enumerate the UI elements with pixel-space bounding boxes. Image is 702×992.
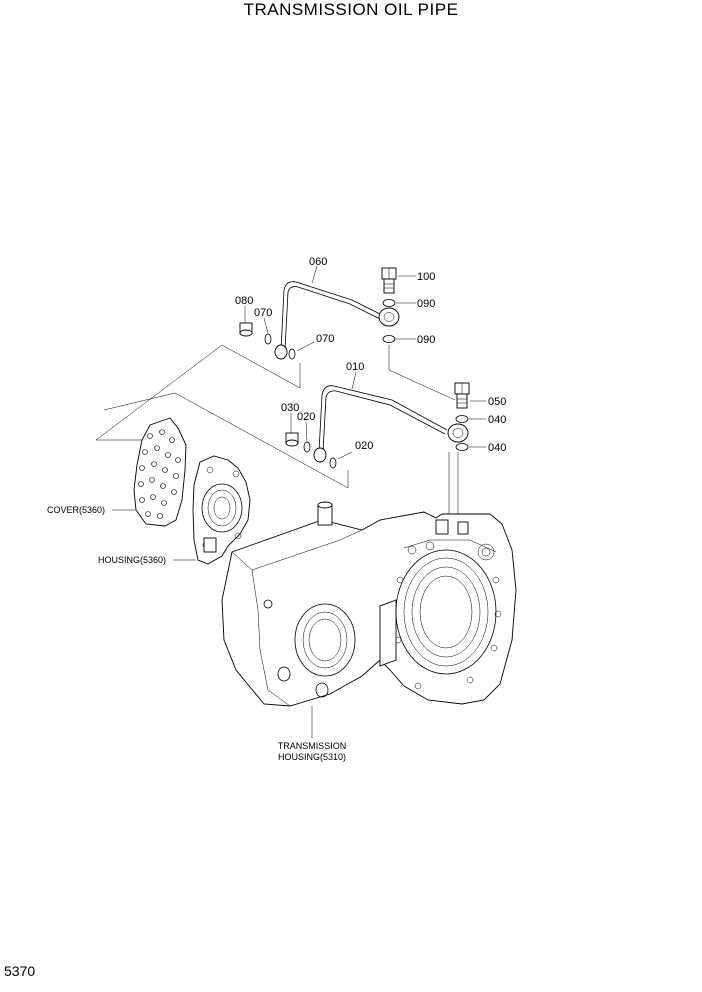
reference-labels: COVER(5360) HOUSING(5360) TRANSMISSION H…: [47, 505, 346, 762]
label-transmission-line1: TRANSMISSION: [278, 741, 347, 751]
oring-040-a: [455, 415, 469, 423]
page-number: 5370: [4, 963, 36, 979]
o-rings: [264, 299, 469, 469]
pipe-010: [313, 385, 469, 463]
callout-060: 060: [309, 256, 327, 268]
callout-070-b: 070: [316, 333, 334, 345]
callout-090-a: 090: [417, 298, 435, 310]
callout-020-a: 020: [297, 411, 315, 423]
label-cover: COVER(5360): [47, 505, 105, 515]
callout-090-b: 090: [417, 334, 435, 346]
oring-020-a: [303, 441, 311, 453]
cover-5360: [133, 417, 187, 527]
callout-030: 030: [281, 402, 299, 414]
oring-090-b: [382, 335, 396, 343]
oring-020-b: [329, 457, 337, 469]
bolt-100: [381, 267, 397, 294]
callout-040-a: 040: [488, 414, 506, 426]
leader-lines: [112, 265, 486, 738]
page-title: TRANSMISSION OIL PIPE: [243, 0, 459, 19]
oring-040-b: [455, 443, 469, 451]
oring-090-a: [382, 299, 396, 307]
callout-labels: 060 100 080 090 070 070 090 010 050 030 …: [235, 256, 506, 454]
label-transmission-line2: HOUSING(5310): [278, 752, 346, 762]
callout-050: 050: [488, 396, 506, 408]
callout-020-b: 020: [355, 440, 373, 452]
callout-080: 080: [235, 295, 253, 307]
plug-030: [285, 432, 299, 447]
callout-070-a: 070: [254, 307, 272, 319]
transmission-housing-5310: [221, 501, 517, 707]
callout-010: 010: [346, 361, 364, 373]
pipe-060: [274, 281, 400, 360]
callout-040-b: 040: [488, 442, 506, 454]
callout-100: 100: [417, 271, 435, 283]
plug-080: [239, 322, 253, 337]
oring-070-b: [288, 348, 296, 360]
label-housing: HOUSING(5360): [98, 555, 166, 565]
bolt-050: [454, 382, 470, 409]
housing-5360: [192, 455, 251, 565]
oring-070-a: [264, 333, 272, 345]
